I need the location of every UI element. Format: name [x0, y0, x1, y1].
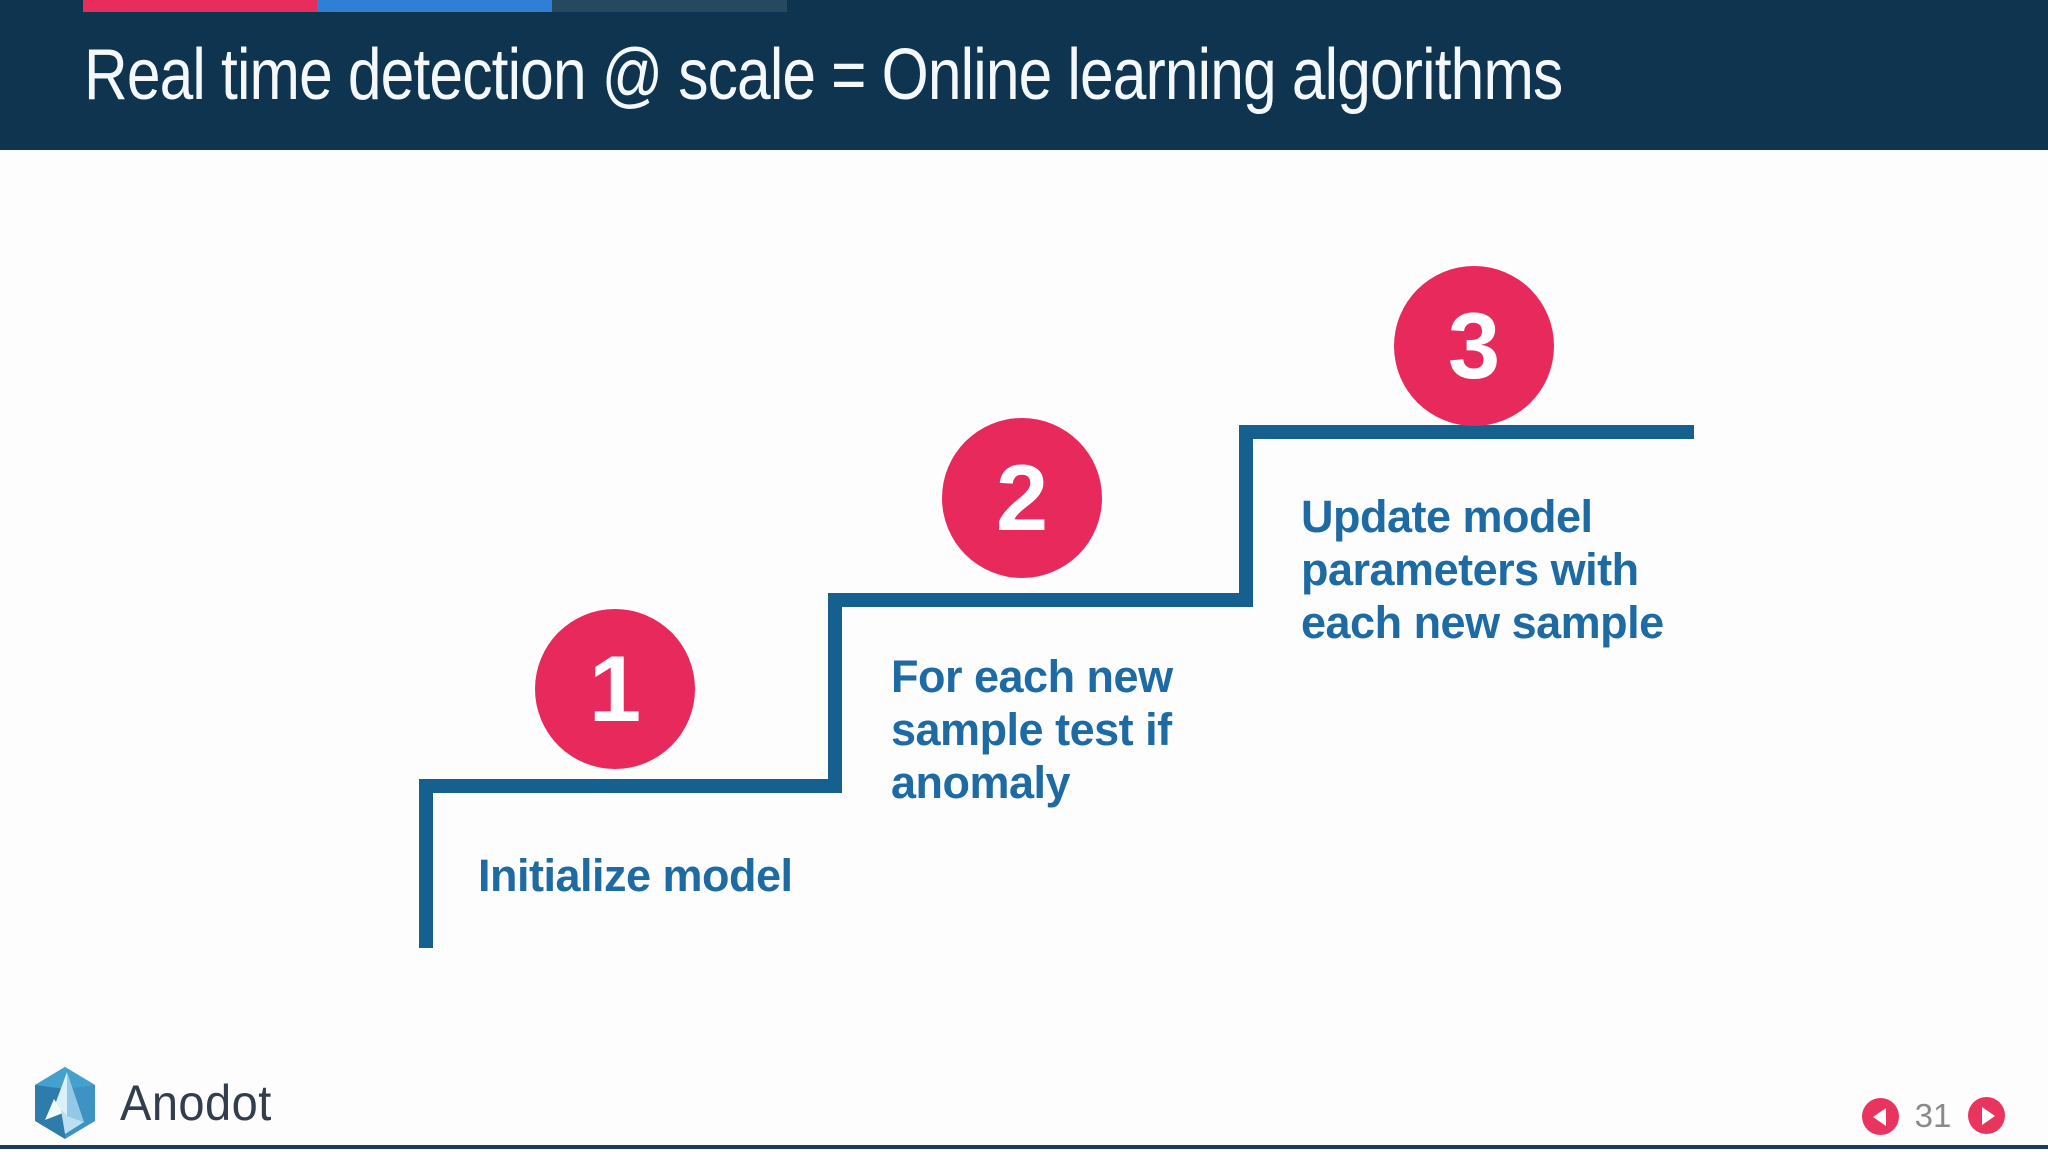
stair-riser-1 [419, 779, 433, 948]
right-arrow-icon [1981, 1106, 1995, 1125]
accent-bar-teal [552, 0, 787, 12]
page-number: 31 [1914, 1097, 1952, 1134]
step-1-label: Initialize model [478, 849, 793, 902]
step-2-number: 2 [995, 445, 1049, 550]
stair-riser-2 [828, 593, 842, 793]
step-2-label-line: sample test if [891, 704, 1172, 755]
step-3-label-line: Update model [1301, 491, 1593, 542]
brand-wordmark: Anodot [120, 1075, 272, 1131]
brand-logo: Anodot [32, 1066, 281, 1140]
anodot-prism-icon [32, 1066, 98, 1140]
step-3-number: 3 [1447, 293, 1501, 398]
bottom-border [0, 1145, 2048, 1149]
next-slide-button[interactable] [1968, 1097, 2005, 1134]
step-1-badge: 1 [535, 609, 695, 769]
step-2-label-line: anomaly [891, 757, 1071, 808]
step-3-label: Update model parameters with each new sa… [1301, 490, 1664, 649]
slide-header: Real time detection @ scale = Online lea… [0, 0, 2048, 150]
step-2-label: For each new sample test if anomaly [891, 650, 1173, 809]
step-3-label-line: parameters with [1301, 544, 1639, 595]
step-1-label-line: Initialize model [478, 850, 793, 901]
step-3-badge: 3 [1394, 266, 1554, 426]
stair-tread-2 [828, 593, 1253, 607]
slide-title: Real time detection @ scale = Online lea… [84, 35, 1563, 115]
step-2-label-line: For each new [891, 651, 1173, 702]
stair-tread-3 [1239, 425, 1694, 439]
stair-riser-3 [1239, 425, 1253, 607]
step-2-badge: 2 [942, 418, 1102, 578]
stair-tread-1 [419, 779, 842, 793]
step-1-number: 1 [588, 636, 642, 741]
step-3-label-line: each new sample [1301, 597, 1664, 648]
left-arrow-icon [1872, 1107, 1886, 1126]
prev-slide-button[interactable] [1862, 1098, 1899, 1135]
accent-bar-red [83, 0, 317, 12]
accent-bar-blue [317, 0, 552, 12]
